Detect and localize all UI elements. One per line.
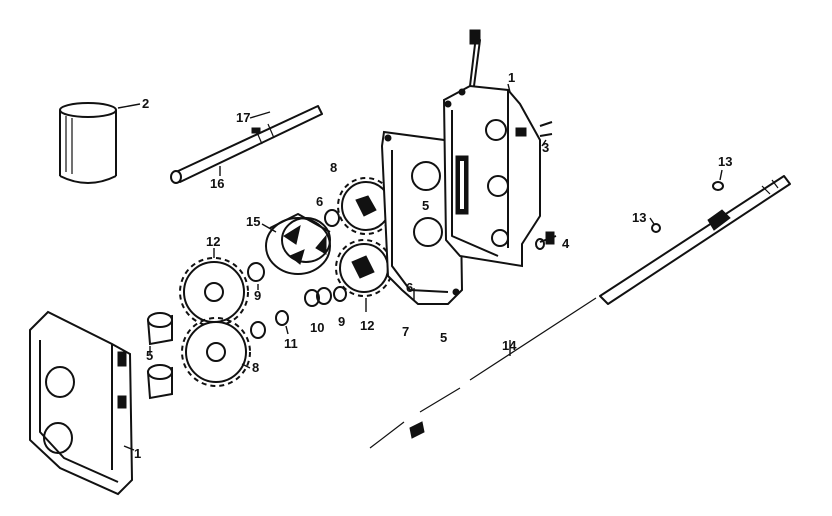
washers-center [324,209,347,302]
callout-1-top: 1 [508,70,515,85]
sprocket-left-top [179,248,249,327]
callout-13-top: 13 [718,154,732,169]
callout-16: 16 [210,176,224,191]
callout-9-left: 9 [254,288,261,303]
long-shaft-part [369,175,791,449]
screw-part [535,231,557,250]
callout-1-bottom: 1 [134,446,141,461]
callout-12-right: 12 [360,318,374,333]
sleeve-part [59,102,141,184]
upper-shaft-part [170,105,323,184]
callout-15: 15 [246,214,260,229]
callout-13-mid: 13 [632,210,646,225]
callout-5-mid: 5 [422,198,429,213]
housing-cover-right [442,29,553,268]
callout-14: 14 [502,338,517,353]
washers-left [247,262,332,339]
callout-12-left: 12 [206,234,220,249]
callout-17: 17 [236,110,250,125]
gear-center-bottom [335,239,393,312]
callout-11: 11 [284,336,298,351]
callout-labels: 1 1 2 3 4 5 5 5 6 6 7 8 8 9 9 10 11 12 1… [134,70,732,461]
callout-5-low: 5 [440,330,447,345]
callout-4: 4 [562,236,570,251]
callout-3: 3 [542,140,549,155]
callout-10: 10 [310,320,324,335]
callout-6-mid: 6 [406,280,413,295]
gear-center-top [337,177,395,235]
bushings-part [146,312,173,400]
sprocket-left-bottom [181,317,251,387]
callout-9-right: 9 [338,314,345,329]
callout-2: 2 [142,96,149,111]
callout-8-bottom: 8 [252,360,259,375]
callout-6-top: 6 [316,194,323,209]
callout-5-left: 5 [146,348,153,363]
callout-7: 7 [402,324,409,339]
callout-8-top: 8 [330,160,337,175]
housing-cover-left [29,310,135,496]
clutch-hub-part [261,213,331,275]
nuts-part [649,169,724,233]
